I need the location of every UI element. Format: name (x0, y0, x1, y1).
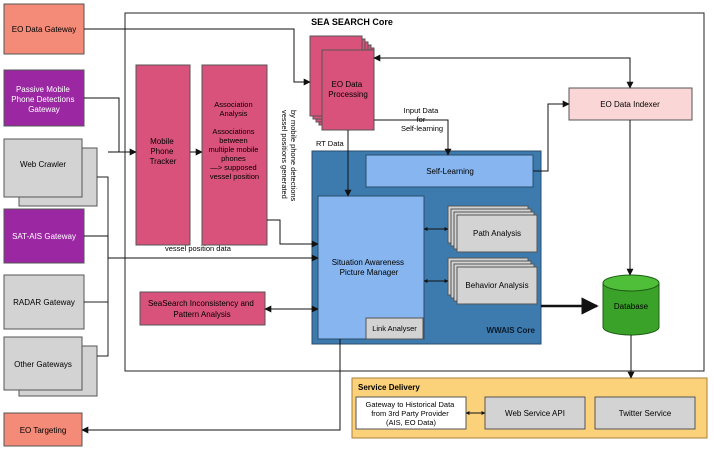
edge-label-vessel-positions-generated: vessel positions generated by mobile pho… (280, 110, 298, 202)
behavior-analysis-label: Behavior Analysis (465, 281, 528, 290)
web-service-api-node[interactable] (484, 396, 586, 430)
association-analysis-node[interactable] (201, 64, 268, 246)
sat-ais-gateway-label: SAT-AIS Gateway (12, 232, 76, 241)
sea-search-core-title: SEA SEARCH Core (311, 17, 393, 27)
eo-data-indexer-node[interactable] (568, 87, 693, 121)
gateway-bracket-connector (84, 176, 109, 357)
other-gateways-node[interactable]: Other Gateways (3, 336, 98, 397)
edge-passive-to-tracker (84, 97, 137, 156)
edge-eo-gateway-to-processing (84, 28, 311, 86)
self-learning-label: Self-Learning (426, 167, 474, 176)
sea-search-core-boundary (124, 12, 705, 372)
sapm-node[interactable] (317, 195, 425, 340)
passive-mobile-gateway-label: Passive Mobile Phone Detections Gateway (11, 85, 76, 114)
path-analysis-node[interactable]: Path Analysis (447, 205, 538, 253)
eo-data-processing-node[interactable]: EO Data Processing (309, 35, 375, 131)
inconsistency-analysis-label: SeaSearch Inconsistency and Pattern Anal… (148, 299, 256, 319)
link-analyser-label: Link Analyser (372, 324, 417, 333)
eo-targeting-label: EO Targeting (20, 426, 67, 435)
edge-processing-indexer (373, 54, 634, 89)
twitter-service-node[interactable] (594, 396, 696, 430)
wwais-core-label: WWAIS Core (487, 326, 536, 335)
edge-label-input-data: Input Data for Self-learning (401, 106, 443, 133)
mobile-phone-tracker-node[interactable] (135, 64, 191, 246)
link-analyser-node[interactable] (365, 317, 424, 340)
web-crawler-label: Web Crawler (20, 160, 66, 169)
service-delivery-label: Service Delivery (358, 383, 420, 392)
edge-self-learning-to-indexer (533, 100, 570, 172)
inconsistency-analysis-node[interactable] (139, 291, 266, 326)
web-service-api-label: Web Service API (505, 409, 565, 418)
passive-mobile-gateway-node[interactable] (3, 69, 85, 127)
gateway-historical-node[interactable] (355, 396, 467, 430)
eo-targeting-node[interactable] (3, 412, 83, 447)
path-analysis-label: Path Analysis (473, 229, 521, 238)
association-analysis-label: Association Analysis Associations betwee… (208, 100, 260, 181)
edge-sapm-to-targeting (81, 339, 341, 434)
edge-label-rt-data: RT Data (316, 139, 344, 148)
sapm-label: Situation Awareness Picture Manager (332, 258, 407, 277)
eo-data-indexer-label: EO Data Indexer (600, 100, 660, 109)
radar-gateway-label: RADAR Gateway (13, 298, 75, 307)
edge-association-to-sapm (267, 219, 319, 248)
eo-data-gateway-label: EO Data Gateway (12, 25, 76, 34)
radar-gateway-node[interactable] (3, 274, 85, 330)
gateway-historical-label: Gateway to Historical Data from 3rd Part… (366, 400, 457, 427)
mobile-phone-tracker-label: Mobile Phone Tracker (150, 137, 177, 166)
edge-vessel-position-data (84, 235, 319, 262)
web-crawler-node[interactable]: Web Crawler (3, 138, 98, 207)
eo-data-processing-label: EO Data Processing (328, 80, 368, 99)
database-label: Database (614, 302, 649, 311)
edge-processing-to-self-learning (374, 119, 452, 156)
other-gateways-label: Other Gateways (14, 360, 72, 369)
edge-label-vessel-position-data: vessel position data (165, 244, 232, 253)
database-node[interactable]: Database (602, 274, 660, 336)
twitter-service-label: Twitter Service (619, 409, 672, 418)
behavior-analysis-node[interactable]: Behavior Analysis (447, 257, 538, 305)
eo-data-gateway-node[interactable] (3, 3, 85, 55)
